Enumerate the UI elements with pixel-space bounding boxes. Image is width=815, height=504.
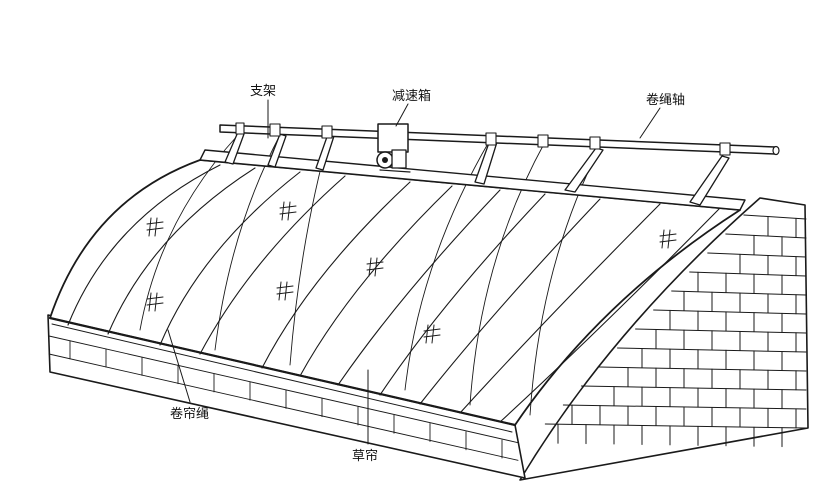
label-straw-mat: 草帘 bbox=[352, 448, 378, 464]
brackets bbox=[224, 131, 730, 206]
leader-lines bbox=[167, 99, 661, 445]
roller-shaft bbox=[219, 122, 780, 156]
gearbox-unit bbox=[376, 123, 411, 173]
straw-mat-strips bbox=[67, 164, 721, 423]
bottom-roll-bar bbox=[48, 316, 517, 427]
label-gearbox: 减速箱 bbox=[392, 88, 431, 104]
label-bracket: 支架 bbox=[250, 84, 276, 99]
crosshatch-icon bbox=[146, 201, 677, 344]
label-roll-rope: 卷帘绳 bbox=[170, 406, 209, 422]
foundation-wall bbox=[47, 314, 526, 479]
roof-ridge-ledge bbox=[199, 149, 746, 211]
label-roller-shaft: 卷绳轴 bbox=[646, 92, 685, 108]
brick-end-wall bbox=[519, 197, 809, 481]
